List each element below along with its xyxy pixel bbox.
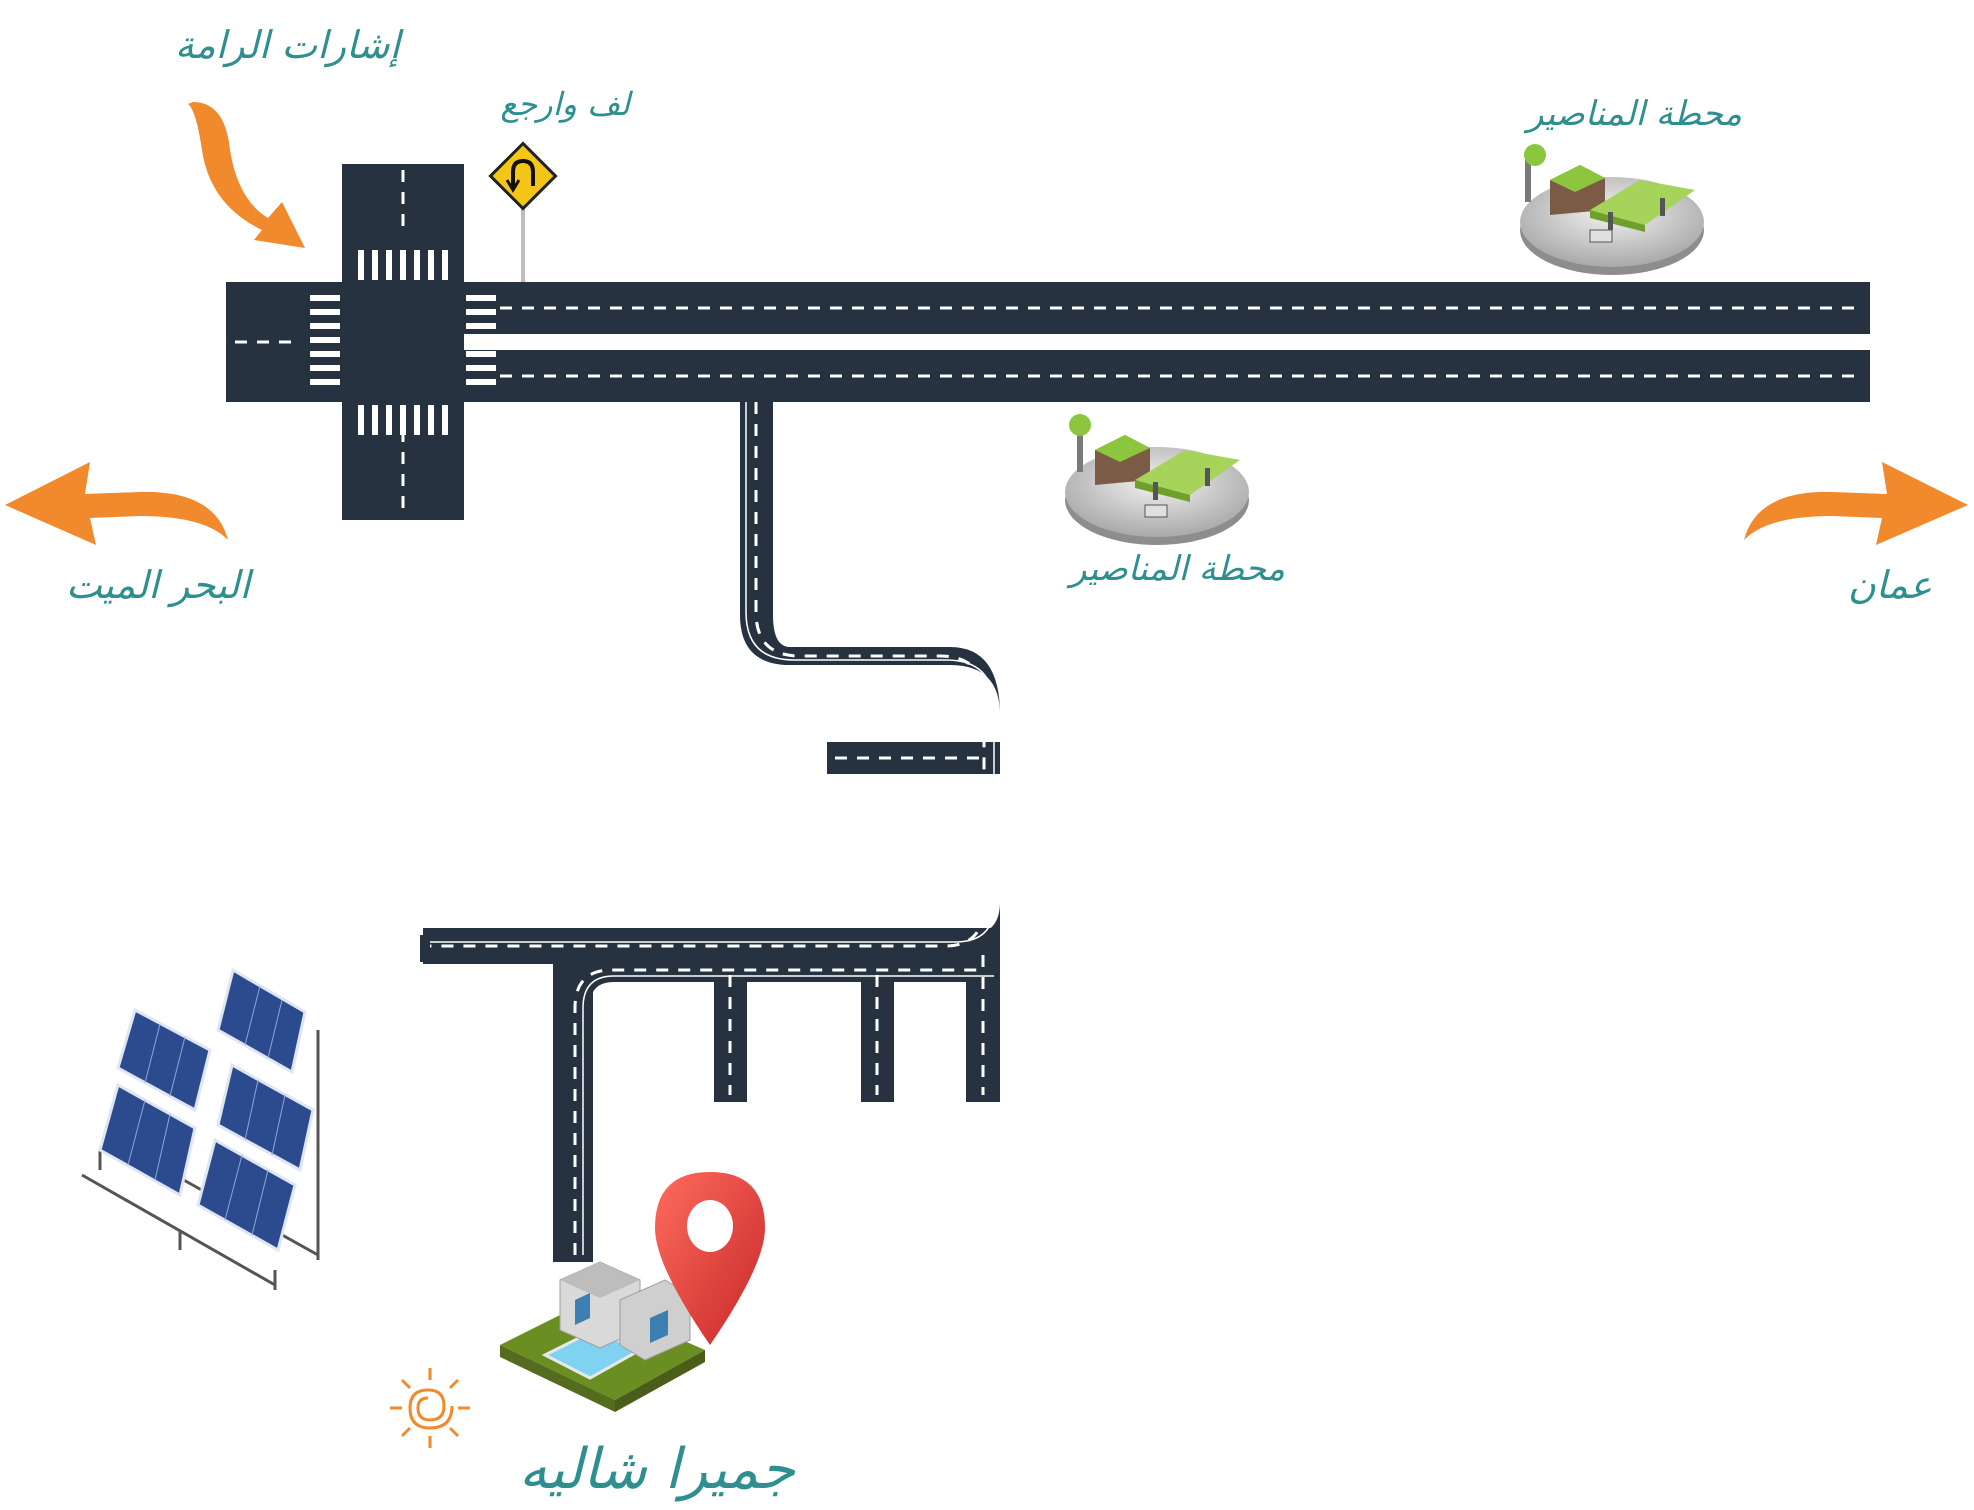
access-road — [420, 400, 1000, 1262]
dead-sea-arrow-icon — [5, 462, 228, 545]
gas-station-icon — [1065, 414, 1249, 545]
u-turn-sign-icon — [488, 141, 558, 282]
villa-icon — [500, 1261, 705, 1412]
chalet-road — [553, 962, 593, 1262]
traffic-lights-label: إشارات الرامة — [175, 23, 405, 68]
lane-markings — [235, 170, 1860, 1255]
amman-arrow-icon — [1744, 462, 1968, 545]
u-turn-label: لف وارجع — [500, 85, 633, 123]
destination-label: جميرا شاليه — [519, 1437, 796, 1502]
traffic-lights-arrow — [188, 102, 305, 248]
gas-station-icon — [1520, 144, 1704, 275]
crosswalks — [310, 250, 496, 435]
station-mid-label: محطة المناصير — [1066, 549, 1285, 589]
station-top-label: محطة المناصير — [1523, 94, 1742, 134]
location-pin-icon — [655, 1172, 765, 1345]
road-edges — [430, 402, 995, 1255]
sun-spiral-icon — [390, 1368, 470, 1448]
solar-panels-icon — [81, 967, 320, 1290]
dead-sea-label: البحر الميت — [66, 563, 255, 608]
amman-label: عمان — [1848, 563, 1932, 607]
